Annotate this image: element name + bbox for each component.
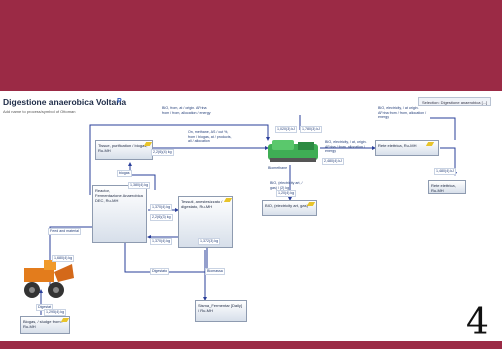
node-label: Tissue, purification / biogas, Ru-MH (98, 143, 148, 153)
node-subtitle: Fermentazione Anaerobica (95, 193, 143, 198)
node-label: Biogas, / sludge from / Ru-MH (23, 319, 63, 329)
node-label: Tessuti, anestesizzato / digestato, Ru-M… (181, 199, 223, 209)
flow-label-elec-out: 1,480(4) kJ (434, 168, 456, 175)
selection-dropdown[interactable]: Selection: Digestione anaerobica [...] (418, 97, 491, 106)
diagram-subtitle: Add name to process/symbol of Ottoman (3, 109, 76, 114)
node-electricity[interactable]: Rete elettrica, Ru-MH (375, 140, 439, 156)
biogas-flow-line (128, 162, 156, 190)
node-digester[interactable]: Reactor, Fermentazione Anaerobica DEC, R… (92, 185, 147, 243)
flow-label-input-qty: 1,680(4) kg (52, 255, 75, 262)
flow-label-to-tank2: 2,2(6)(3) kg (150, 214, 173, 221)
flow-label-in-digester: 1,380(4) kg (128, 182, 151, 189)
flow-label-recycle: Digestato (150, 268, 170, 275)
note-3: BIO, electricity, / at, origin. AFrina /… (325, 140, 367, 154)
note-4: BIO, electricity, / at origin. AFrina fr… (378, 106, 427, 120)
node-compost[interactable]: Sisma_Fermentar [Daily] / Ru-MH (195, 300, 247, 322)
process-marker: P (117, 98, 122, 105)
page-number: 4 (466, 302, 489, 343)
flow-label-elec-in: 2,480(4) kJ (322, 158, 344, 165)
node-meta: DEC, Ru-MH (95, 198, 119, 203)
bottom-strip (0, 341, 502, 349)
flow-label-gas-qty: 1,20(4) kg (276, 190, 297, 197)
flow-label-biogas: biogas (117, 170, 132, 177)
node-gas-electricity[interactable]: BIO, (electricity art, gas) (262, 200, 317, 216)
flow-label-tank-out: 1,370(4) kg (150, 238, 173, 245)
note4-link-line (430, 117, 456, 140)
note-2: On, methane, AS / cut %, from / biogas, … (188, 130, 232, 144)
cogen-label: Biomethane (268, 166, 288, 170)
node-tank[interactable]: Tessuti, anestesizzato / digestato, Ru-M… (178, 196, 233, 248)
flow-label-digestato: Biomassa (205, 268, 225, 275)
note-5: BIO, (electricity art, / gas) / (2) kg (270, 181, 303, 190)
node-electricity-grid[interactable]: Rete elettrica, Ru-MH (428, 180, 466, 194)
elec-out-line (440, 147, 457, 176)
node-label: BIO, (electricity art, gas) (265, 203, 308, 208)
node-supplier[interactable]: Biogas, / sludge from / Ru-MH (20, 316, 70, 334)
node-label: Rete elettrica, Ru-MH (431, 183, 456, 193)
node-label: Sisma_Fermentar [Daily] / Ru-MH (198, 303, 243, 313)
node-title: Reactor, (95, 188, 110, 193)
diagram-canvas (0, 91, 502, 349)
flow-label-supplier-qty: 1,295(4) kg (44, 309, 67, 316)
flow-label-to-tank: 1,370(4) kg (150, 204, 173, 211)
excavator-image (20, 258, 75, 300)
diagram-title: Digestione anaerobica Voltana (3, 97, 127, 107)
top-loop-line (89, 124, 270, 195)
flow-label-cogen-out: 1,020(3) kJ (275, 126, 297, 133)
note-1: BIO, from, at / origin. AFrina from / fr… (162, 106, 211, 115)
cogen-machine-image[interactable] (266, 138, 320, 164)
node-label: Rete elettrica, Ru-MH (378, 143, 417, 148)
flow-label-tank-out2: 1,372(3) kg (198, 238, 221, 245)
flow-label-cogen-out2: 1,780(3) kJ (300, 126, 322, 133)
flow-label-input-material: Feed and material (48, 228, 81, 235)
flow-label-cogen-in: 2,2(6)(4) kg (151, 149, 174, 156)
